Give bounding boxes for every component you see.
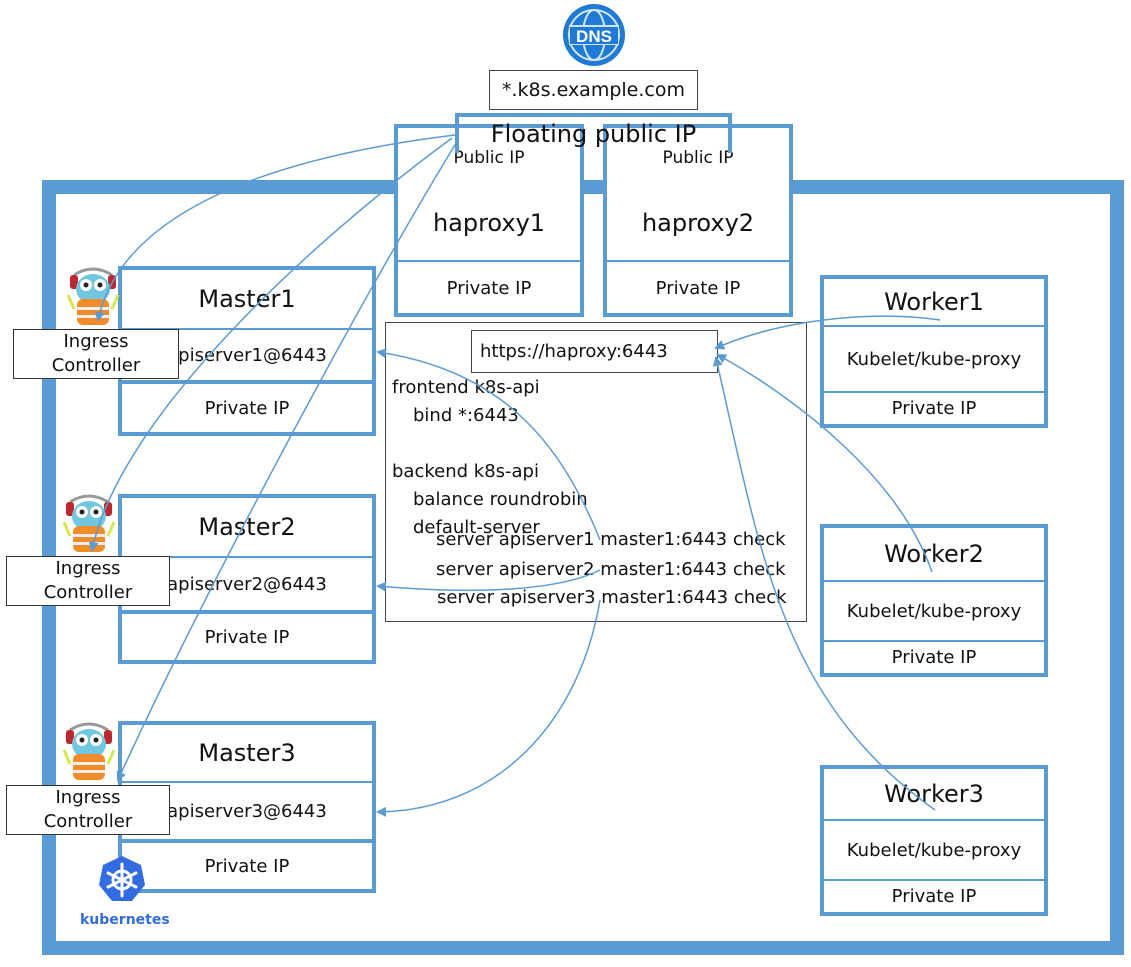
worker2-private-ip: Private IP	[824, 640, 1044, 673]
config-line: backend k8s-api	[392, 461, 539, 482]
worker1-private-ip: Private IP	[824, 391, 1044, 424]
dns-globe-icon: DNS	[561, 2, 627, 68]
master3-apiserver: apiserver3@6443	[122, 781, 372, 839]
haproxy1-name: haproxy1	[432, 209, 546, 237]
worker1-service: Kubelet/kube-proxy	[824, 325, 1044, 391]
worker2-name: Worker2	[884, 540, 984, 568]
haproxy2-public-ip: Public IP	[662, 148, 734, 168]
gopher-mascot-icon	[56, 492, 122, 558]
ingress-label-line1: Ingress	[55, 558, 121, 579]
ingress-controller-3: Ingress Controller	[6, 785, 170, 835]
config-line: balance roundrobin	[413, 489, 588, 510]
floating-ip-label: Floating public IP	[490, 120, 697, 148]
config-line: server apiserver1 master1:6443 check	[436, 529, 786, 550]
worker1-node: Worker1 Kubelet/kube-proxy Private IP	[820, 275, 1048, 428]
floating-public-ip: Floating public IP	[455, 113, 732, 153]
config-line: server apiserver3 master1:6443 check	[437, 587, 787, 608]
haproxy-url: https://haproxy:6443	[480, 341, 668, 362]
haproxy2-private-ip: Private IP	[607, 260, 789, 315]
ingress-label-line2: Controller	[51, 355, 141, 376]
worker3-node: Worker3 Kubelet/kube-proxy Private IP	[820, 765, 1048, 916]
dns-domain-label: *.k8s.example.com	[489, 70, 698, 110]
dns-domain-text: *.k8s.example.com	[502, 79, 685, 101]
ingress-label-line2: Controller	[43, 811, 133, 832]
haproxy1-private-ip: Private IP	[398, 260, 580, 315]
haproxy1-public-ip: Public IP	[453, 148, 525, 168]
worker2-node: Worker2 Kubelet/kube-proxy Private IP	[820, 524, 1048, 677]
haproxy2-node: Public IP haproxy2 Private IP	[603, 124, 793, 317]
ingress-label-line1: Ingress	[55, 787, 121, 808]
master2-name: Master2	[198, 513, 296, 541]
haproxy2-name: haproxy2	[641, 209, 755, 237]
worker2-service: Kubelet/kube-proxy	[824, 580, 1044, 640]
config-line: server apiserver2 master1:6443 check	[436, 559, 786, 580]
worker3-service: Kubelet/kube-proxy	[824, 819, 1044, 879]
kubernetes-helm-icon	[97, 854, 147, 904]
kubernetes-label: kubernetes	[80, 912, 170, 928]
ingress-controller-2: Ingress Controller	[6, 556, 170, 606]
dns-icon-text: DNS	[576, 27, 612, 46]
ingress-controller-1: Ingress Controller	[13, 329, 179, 379]
ingress-label-line2: Controller	[43, 582, 133, 603]
master3-name: Master3	[198, 739, 296, 767]
master1-name: Master1	[198, 285, 296, 313]
gopher-mascot-icon	[56, 720, 122, 786]
master3-private-ip: Private IP	[122, 839, 372, 889]
worker3-name: Worker3	[884, 780, 984, 808]
haproxy-url-box: https://haproxy:6443	[471, 330, 718, 373]
worker3-private-ip: Private IP	[824, 879, 1044, 912]
config-line: bind *:6443	[413, 405, 519, 426]
config-line: frontend k8s-api	[392, 377, 540, 398]
gopher-mascot-icon	[64, 265, 122, 331]
master1-private-ip: Private IP	[122, 380, 372, 432]
master2-private-ip: Private IP	[122, 610, 372, 660]
worker1-name: Worker1	[884, 288, 984, 316]
ingress-label-line1: Ingress	[63, 331, 129, 352]
